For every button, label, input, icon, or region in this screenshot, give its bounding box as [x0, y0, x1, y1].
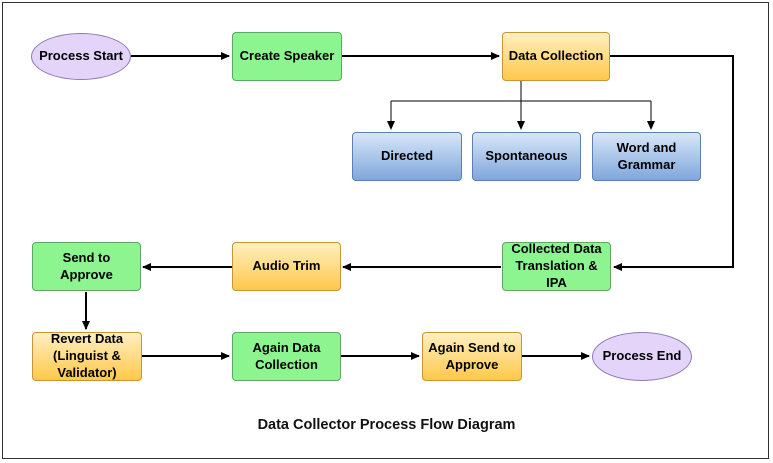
data-collection-node: Data Collection	[502, 32, 610, 81]
again-data-collection-node: Again Data Collection	[232, 332, 341, 381]
data-collection-label: Data Collection	[508, 48, 604, 64]
directed-node: Directed	[352, 132, 462, 181]
send-to-approve-label: Send to Approve	[60, 249, 113, 282]
directed-label: Directed	[380, 148, 434, 164]
word-and-grammar-node: Word and Grammar	[592, 132, 701, 181]
word-and-grammar-label: Word and Grammar	[616, 139, 677, 172]
again-send-to-approve-label: Again Send to Approve	[428, 339, 516, 372]
spontaneous-node: Spontaneous	[472, 132, 581, 181]
diagram-frame	[2, 2, 769, 459]
create-speaker-label: Create Speaker	[239, 48, 335, 64]
again-data-collection-label: Again Data Collection	[252, 339, 321, 372]
diagram-caption: Data Collector Process Flow Diagram	[257, 417, 516, 433]
process-end-label: Process End	[602, 348, 682, 364]
revert-data-node: Revert Data (Linguist & Validator)	[32, 331, 142, 381]
collected-data-node: Collected Data Translation & IPA	[502, 241, 611, 291]
collected-data-label: Collected Data Translation & IPA	[511, 241, 602, 290]
process-end-node: Process End	[592, 332, 692, 381]
revert-data-label: Revert Data (Linguist & Validator)	[50, 331, 124, 380]
audio-trim-node: Audio Trim	[232, 242, 341, 291]
spontaneous-label: Spontaneous	[485, 148, 568, 164]
send-to-approve-node: Send to Approve	[32, 242, 141, 291]
audio-trim-label: Audio Trim	[252, 258, 321, 274]
process-start-node: Process Start	[31, 33, 131, 80]
process-start-label: Process Start	[39, 48, 123, 64]
arrow-data-to-collected	[610, 55, 734, 271]
again-send-to-approve-node: Again Send to Approve	[422, 332, 522, 381]
create-speaker-node: Create Speaker	[232, 32, 342, 81]
